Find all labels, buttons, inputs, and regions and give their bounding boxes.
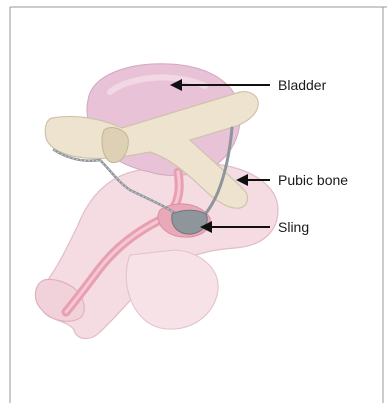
pubic-bone-label: Pubic bone: [278, 172, 348, 188]
bladder-label: Bladder: [278, 77, 327, 93]
sling-label: Sling: [278, 219, 309, 235]
scrotum: [126, 250, 218, 329]
